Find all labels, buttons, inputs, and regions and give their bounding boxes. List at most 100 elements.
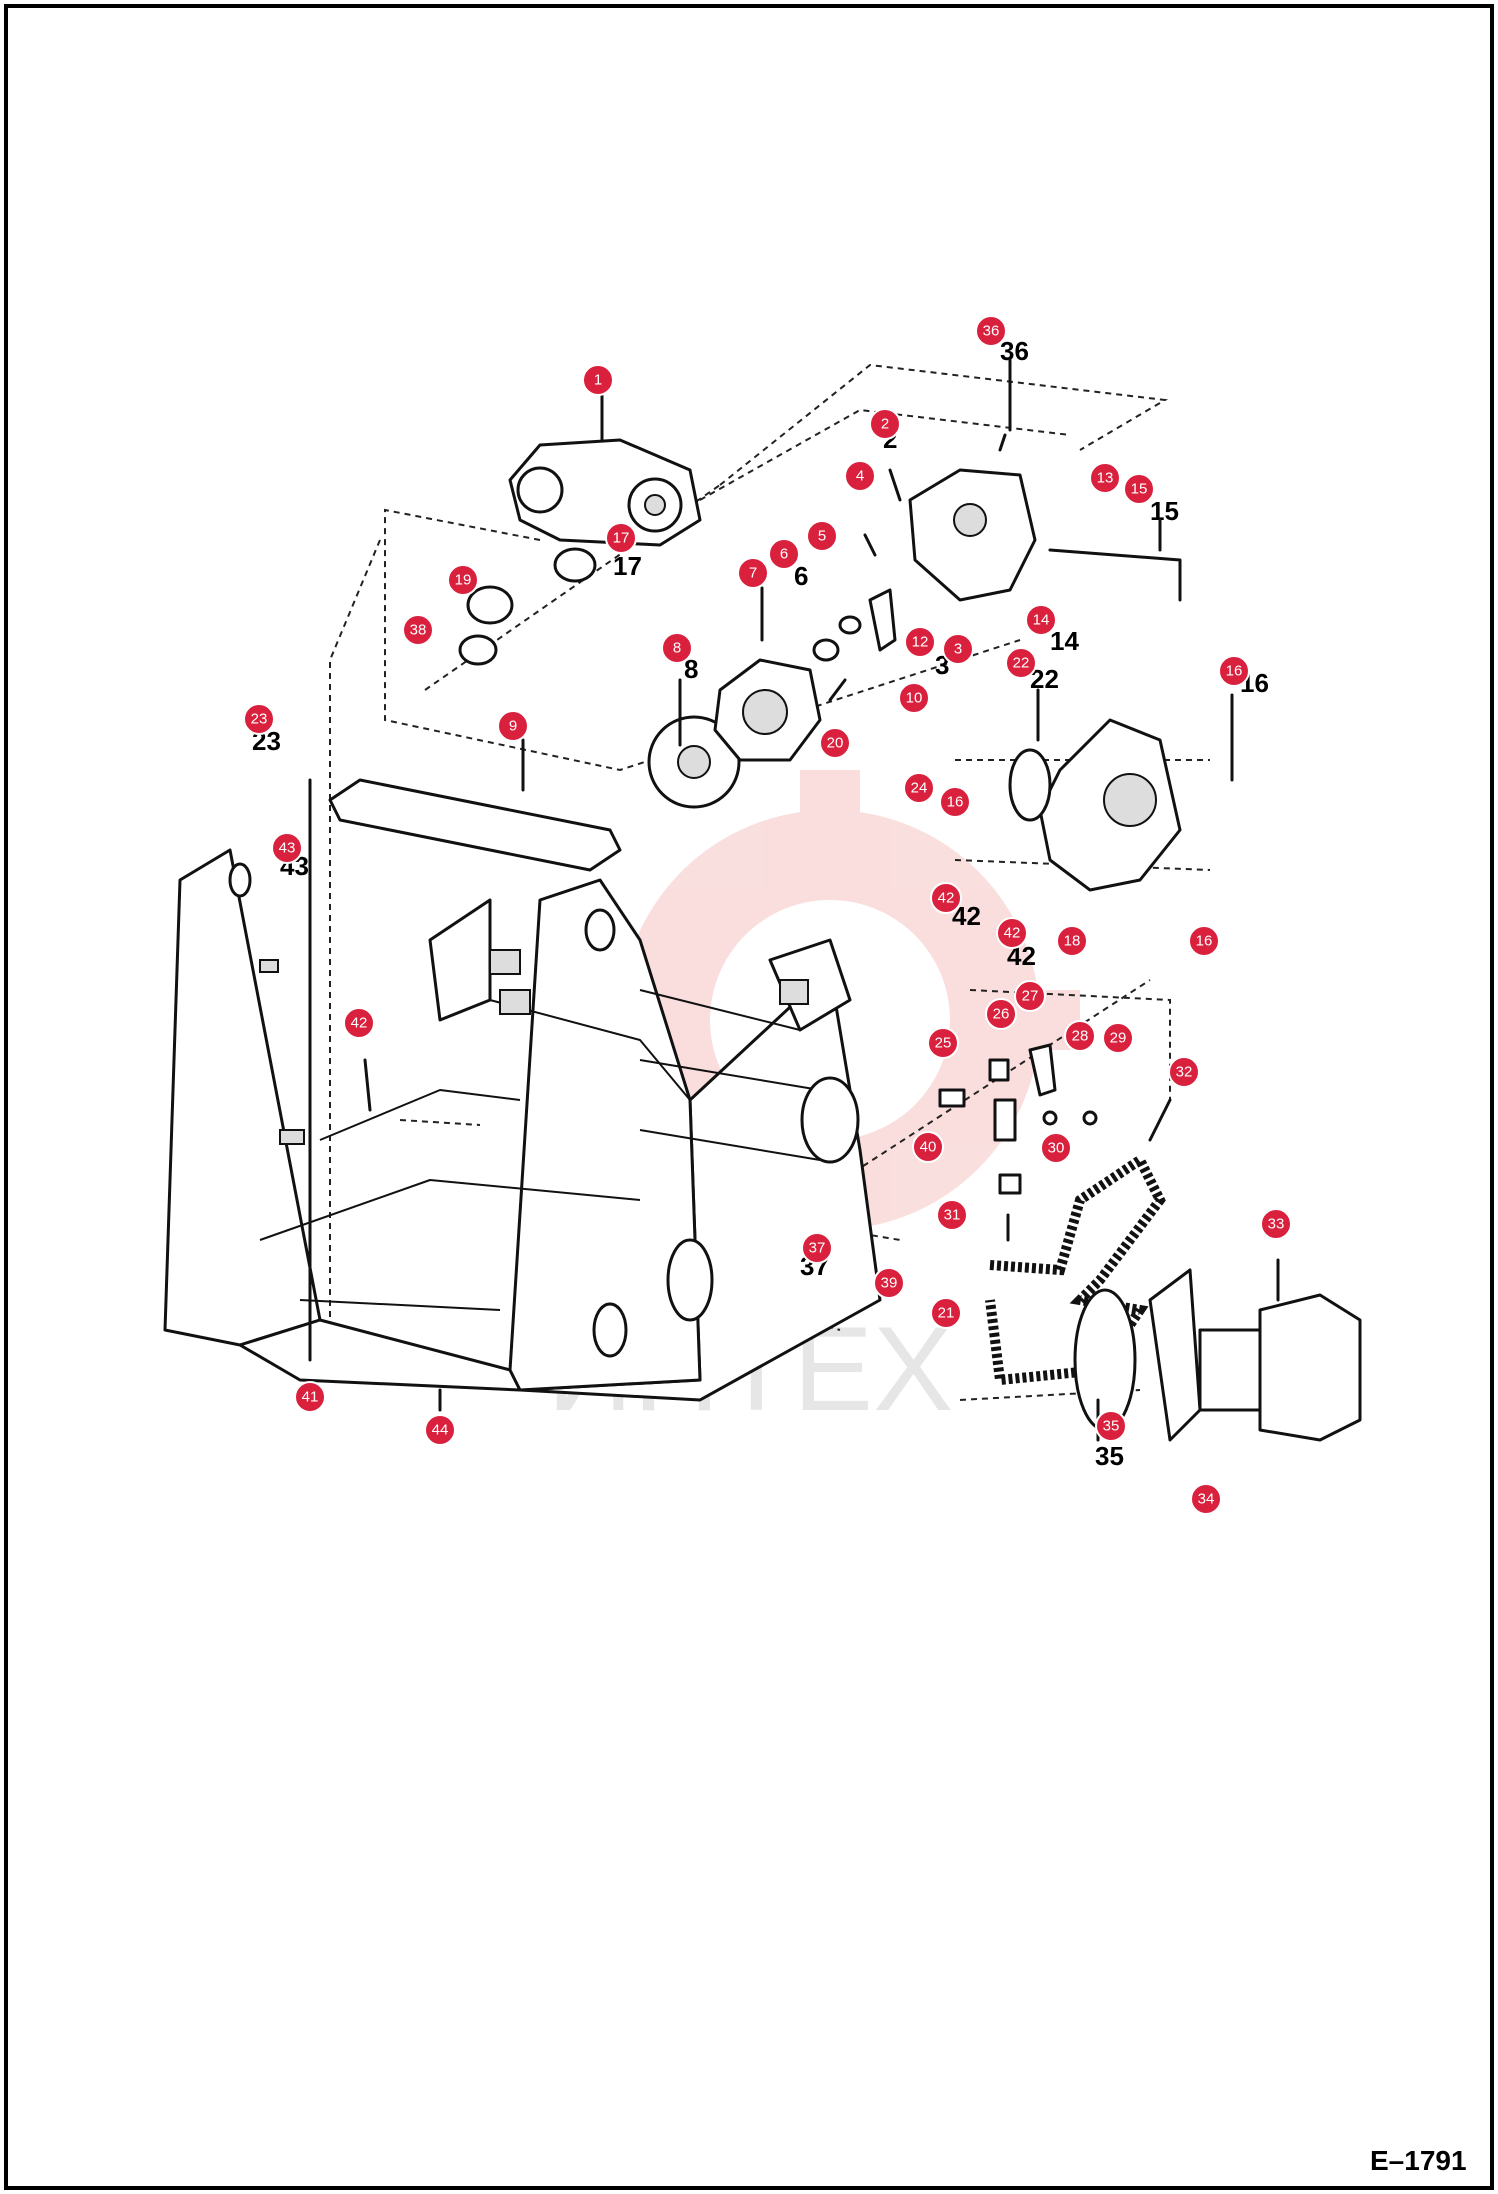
badge-43[interactable]: 43 bbox=[271, 832, 303, 864]
svg-text:35: 35 bbox=[1103, 1418, 1120, 1435]
badge-8[interactable]: 8 bbox=[661, 632, 693, 664]
chaincase-housing bbox=[1008, 718, 1182, 892]
svg-text:9: 9 bbox=[509, 718, 517, 735]
sprocket-gear bbox=[647, 715, 741, 809]
bolt bbox=[888, 468, 902, 502]
bearing bbox=[466, 585, 514, 625]
nut bbox=[812, 638, 840, 662]
badge-23[interactable]: 23 bbox=[243, 703, 275, 735]
badge-37[interactable]: 37 bbox=[801, 1232, 833, 1264]
svg-text:2: 2 bbox=[881, 416, 889, 433]
badge-16-mid[interactable]: 16 bbox=[939, 786, 971, 818]
part-label-35: 35 bbox=[1095, 1441, 1124, 1471]
badge-20[interactable]: 20 bbox=[819, 727, 851, 759]
badge-29[interactable]: 29 bbox=[1102, 1022, 1134, 1054]
svg-text:13: 13 bbox=[1097, 470, 1114, 487]
badge-30[interactable]: 30 bbox=[1040, 1132, 1072, 1164]
badge-10[interactable]: 10 bbox=[898, 682, 930, 714]
bolt bbox=[998, 433, 1007, 452]
svg-text:32: 32 bbox=[1176, 1064, 1193, 1081]
badge-16-top[interactable]: 16 bbox=[1218, 655, 1250, 687]
badge-18[interactable]: 18 bbox=[1056, 925, 1088, 957]
badge-32[interactable]: 32 bbox=[1168, 1056, 1200, 1088]
svg-text:7: 7 bbox=[749, 565, 757, 582]
svg-text:25: 25 bbox=[935, 1035, 952, 1052]
badge-7[interactable]: 7 bbox=[737, 557, 769, 589]
badge-41[interactable]: 41 bbox=[294, 1381, 326, 1413]
badge-24[interactable]: 24 bbox=[903, 772, 935, 804]
nut bbox=[1082, 1110, 1098, 1126]
svg-text:24: 24 bbox=[911, 780, 928, 797]
svg-text:10: 10 bbox=[906, 690, 923, 707]
svg-text:20: 20 bbox=[827, 735, 844, 752]
pin-rod bbox=[1048, 548, 1182, 602]
bushing bbox=[988, 1058, 1010, 1082]
badge-4[interactable]: 4 bbox=[844, 460, 876, 492]
svg-text:5: 5 bbox=[818, 528, 826, 545]
badge-42-left[interactable]: 42 bbox=[343, 1007, 375, 1039]
washer bbox=[458, 634, 498, 666]
axle-hub-assembly bbox=[1073, 1268, 1362, 1442]
badge-42-right[interactable]: 42 bbox=[996, 917, 1028, 949]
svg-text:42: 42 bbox=[351, 1015, 368, 1032]
drive-housing-assembly bbox=[508, 438, 702, 547]
badge-25[interactable]: 25 bbox=[927, 1027, 959, 1059]
svg-text:8: 8 bbox=[673, 640, 681, 657]
loader-main-frame bbox=[163, 848, 882, 1402]
svg-text:16: 16 bbox=[1196, 933, 1213, 950]
svg-text:33: 33 bbox=[1268, 1216, 1285, 1233]
badge-33[interactable]: 33 bbox=[1260, 1208, 1292, 1240]
part-label-6: 6 bbox=[794, 561, 808, 591]
part-label-17: 17 bbox=[613, 551, 642, 581]
tension-bolt bbox=[938, 1088, 966, 1108]
tension-arm bbox=[993, 1098, 1017, 1142]
page-frame bbox=[4, 4, 1494, 2190]
badge-34[interactable]: 34 bbox=[1190, 1483, 1222, 1515]
badge-44[interactable]: 44 bbox=[424, 1414, 456, 1446]
svg-text:38: 38 bbox=[410, 622, 427, 639]
badge-35[interactable]: 35 bbox=[1095, 1410, 1127, 1442]
svg-text:29: 29 bbox=[1110, 1030, 1127, 1047]
svg-text:19: 19 bbox=[455, 572, 472, 589]
svg-text:14: 14 bbox=[1033, 612, 1050, 629]
badge-6[interactable]: 6 bbox=[768, 538, 800, 570]
svg-text:23: 23 bbox=[251, 711, 268, 728]
badge-12[interactable]: 12 bbox=[904, 626, 936, 658]
badge-9[interactable]: 9 bbox=[497, 710, 529, 742]
svg-text:40: 40 bbox=[920, 1139, 937, 1156]
badge-31[interactable]: 31 bbox=[936, 1199, 968, 1231]
drive-chain bbox=[985, 1152, 1166, 1386]
badge-3[interactable]: 3 bbox=[942, 633, 974, 665]
svg-text:42: 42 bbox=[938, 890, 955, 907]
svg-text:17: 17 bbox=[613, 530, 630, 547]
badge-26[interactable]: 26 bbox=[985, 998, 1017, 1030]
badge-15[interactable]: 15 bbox=[1123, 473, 1155, 505]
badge-27[interactable]: 27 bbox=[1014, 980, 1046, 1012]
badge-16-bottom[interactable]: 16 bbox=[1188, 925, 1220, 957]
badge-40[interactable]: 40 bbox=[912, 1131, 944, 1163]
badge-1[interactable]: 1 bbox=[582, 364, 614, 396]
spacer bbox=[998, 1173, 1022, 1195]
svg-text:3: 3 bbox=[954, 641, 962, 658]
badge-5[interactable]: 5 bbox=[806, 520, 838, 552]
badge-39[interactable]: 39 bbox=[873, 1267, 905, 1299]
badge-38[interactable]: 38 bbox=[402, 614, 434, 646]
badge-28[interactable]: 28 bbox=[1064, 1020, 1096, 1052]
svg-text:18: 18 bbox=[1064, 933, 1081, 950]
leader-lines bbox=[308, 358, 1280, 1442]
badge-17[interactable]: 17 bbox=[605, 522, 637, 554]
badge-36[interactable]: 36 bbox=[975, 315, 1007, 347]
svg-text:41: 41 bbox=[302, 1389, 319, 1406]
badge-42-mid[interactable]: 42 bbox=[930, 882, 962, 914]
nut bbox=[1042, 1110, 1058, 1126]
lever-bracket bbox=[868, 588, 897, 652]
idler-bracket bbox=[1028, 1043, 1057, 1097]
bolt bbox=[828, 678, 847, 702]
badge-13[interactable]: 13 bbox=[1089, 462, 1121, 494]
badge-2[interactable]: 2 bbox=[869, 408, 901, 440]
badge-21[interactable]: 21 bbox=[930, 1297, 962, 1329]
badge-22[interactable]: 22 bbox=[1005, 647, 1037, 679]
badge-19[interactable]: 19 bbox=[447, 564, 479, 596]
badge-14[interactable]: 14 bbox=[1025, 604, 1057, 636]
